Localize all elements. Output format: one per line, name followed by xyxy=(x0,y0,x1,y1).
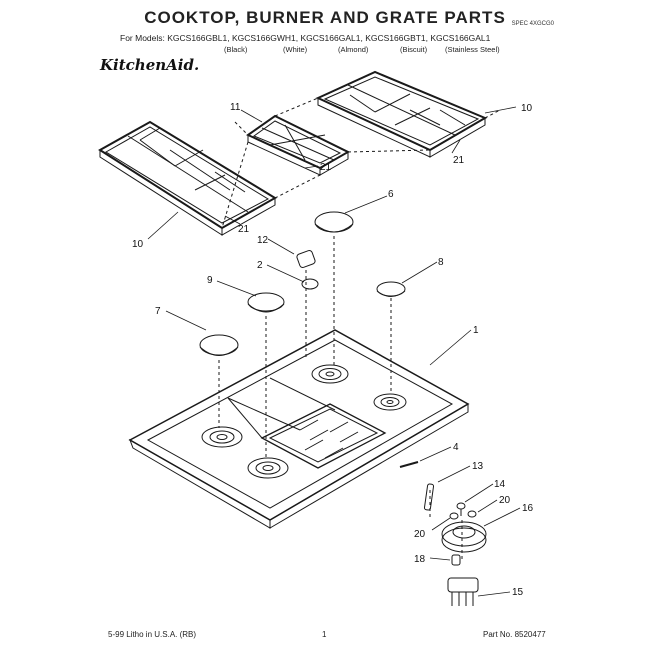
callout-9: 9 xyxy=(207,275,213,286)
igniter-cap xyxy=(301,278,319,290)
callout-21-right: 21 xyxy=(453,155,465,166)
spring-clip xyxy=(399,461,419,468)
burner-base-front-left xyxy=(201,426,243,448)
screw-small xyxy=(456,502,466,516)
part-guide-lines xyxy=(218,236,463,560)
burner-base-front-right xyxy=(247,457,289,479)
callout-14: 14 xyxy=(494,479,506,490)
callout-10-right-grate: 10 xyxy=(521,103,533,114)
grate-middle xyxy=(246,114,351,176)
callout-16: 16 xyxy=(522,503,534,514)
brand-logo: KitchenAid. xyxy=(100,56,200,74)
footer-page-number: 1 xyxy=(322,630,327,639)
grate-right xyxy=(315,70,488,158)
callout-18: 18 xyxy=(414,554,426,565)
callout-12: 12 xyxy=(257,235,269,246)
burner-cap-small-left xyxy=(199,334,239,356)
models-line: For Models: KGCS166GBL1, KGCS166GWH1, KG… xyxy=(120,33,491,43)
callout-20-right: 20 xyxy=(499,495,511,506)
callout-2: 2 xyxy=(257,260,263,271)
callout-21-left: 21 xyxy=(238,224,250,235)
valve-stem xyxy=(423,483,435,511)
callout-4: 4 xyxy=(453,442,459,453)
callout-leaders xyxy=(147,106,521,597)
igniter xyxy=(296,250,316,268)
color-label-stainless: (Stainless Steel) xyxy=(445,45,500,54)
callout-13: 13 xyxy=(472,461,484,472)
page-title: COOKTOP, BURNER AND GRATE PARTS xyxy=(144,8,506,27)
document-number: SPEC 4XGCG0 xyxy=(511,21,554,27)
callout-11: 11 xyxy=(230,102,241,113)
burner-base-rear-left xyxy=(311,364,349,384)
screw-medium xyxy=(449,510,477,520)
burner-base-rear-right xyxy=(373,393,407,411)
color-label-almond: (Almond) xyxy=(338,45,369,54)
callout-1: 1 xyxy=(473,325,479,336)
cooktop-assembly xyxy=(128,329,470,529)
callout-21-middle: 21 xyxy=(320,162,332,173)
callout-6: 6 xyxy=(388,189,394,200)
orifice-screw xyxy=(451,554,461,566)
burner-cap-small-right xyxy=(376,281,406,297)
callout-10-left-grate: 10 xyxy=(132,239,144,250)
color-label-white: (White) xyxy=(283,45,308,54)
burner-valve-body xyxy=(441,521,487,553)
footer-part-number: Part No. 8520477 xyxy=(483,630,546,639)
callout-15: 15 xyxy=(512,587,524,598)
callout-20-left: 20 xyxy=(414,529,426,540)
callout-8: 8 xyxy=(438,257,444,268)
burner-cap-large xyxy=(314,211,354,233)
wire-harness-connector xyxy=(447,577,479,606)
color-label-black: (Black) xyxy=(224,45,248,54)
callout-7: 7 xyxy=(155,306,161,317)
grate-left xyxy=(98,120,277,236)
grate-guide-lines xyxy=(221,97,501,229)
color-label-biscuit: (Biscuit) xyxy=(400,45,428,54)
burner-cap-medium xyxy=(247,292,285,313)
footer-litho: 5-99 Litho in U.S.A. (RB) xyxy=(108,630,197,639)
